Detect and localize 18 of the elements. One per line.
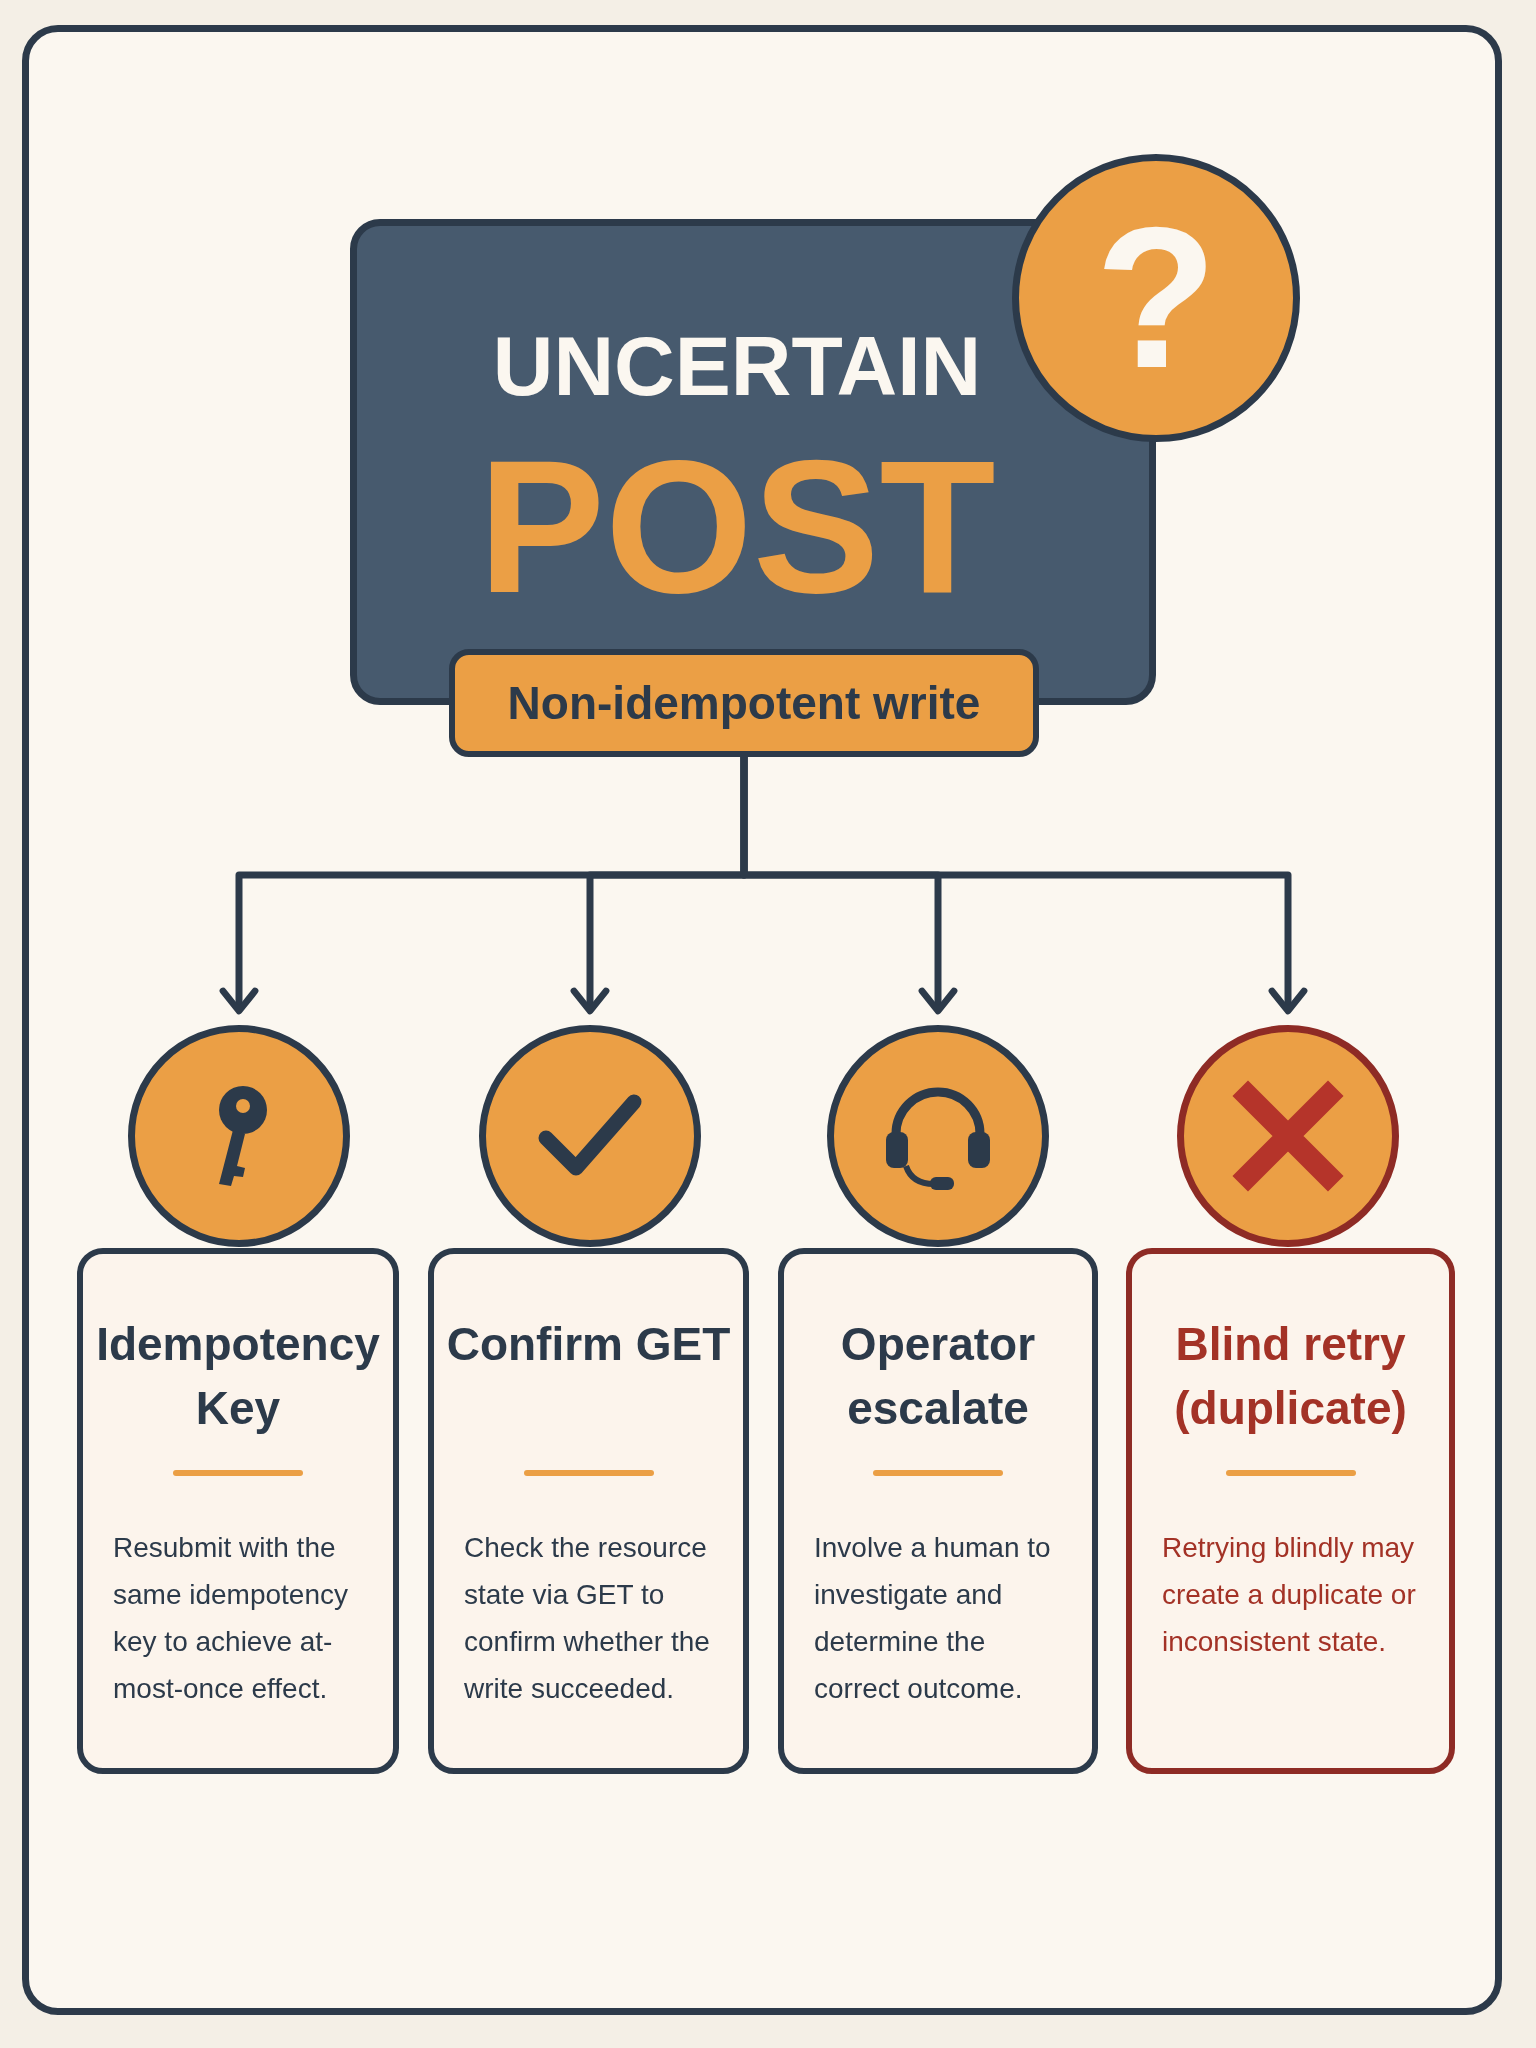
card-description: Resubmit with the same idempotency key to achieve at-most-once effect. [113,1531,349,1706]
big-heading-text: POST [477,426,997,626]
card-title: Blind retry (duplicate) [1173,1317,1408,1436]
card-description: Check the resource state via GET to confirm whether the write succeeded. [464,1531,711,1706]
option-card [1126,1248,1455,1774]
subtitle-pill [449,649,1039,757]
option-card [778,1248,1098,1774]
card-title: Operator escalate [839,1317,1037,1436]
option-card [77,1248,399,1774]
option-card [428,1248,749,1774]
subtitle-text: Non-idempotent write [507,676,981,730]
card-title: Confirm GET [445,1317,732,1372]
card-description: Involve a human to investigate and determine the correct outcome. [814,1531,1052,1706]
connector-arrow [740,757,1308,1015]
heading-text: UNCERTAIN [491,318,983,414]
card-description: Retrying blindly may create a duplicate or inconsistent state. [1162,1531,1417,1659]
question-mark: ? [1094,198,1218,398]
card-title: Idempotency Key [95,1317,381,1436]
